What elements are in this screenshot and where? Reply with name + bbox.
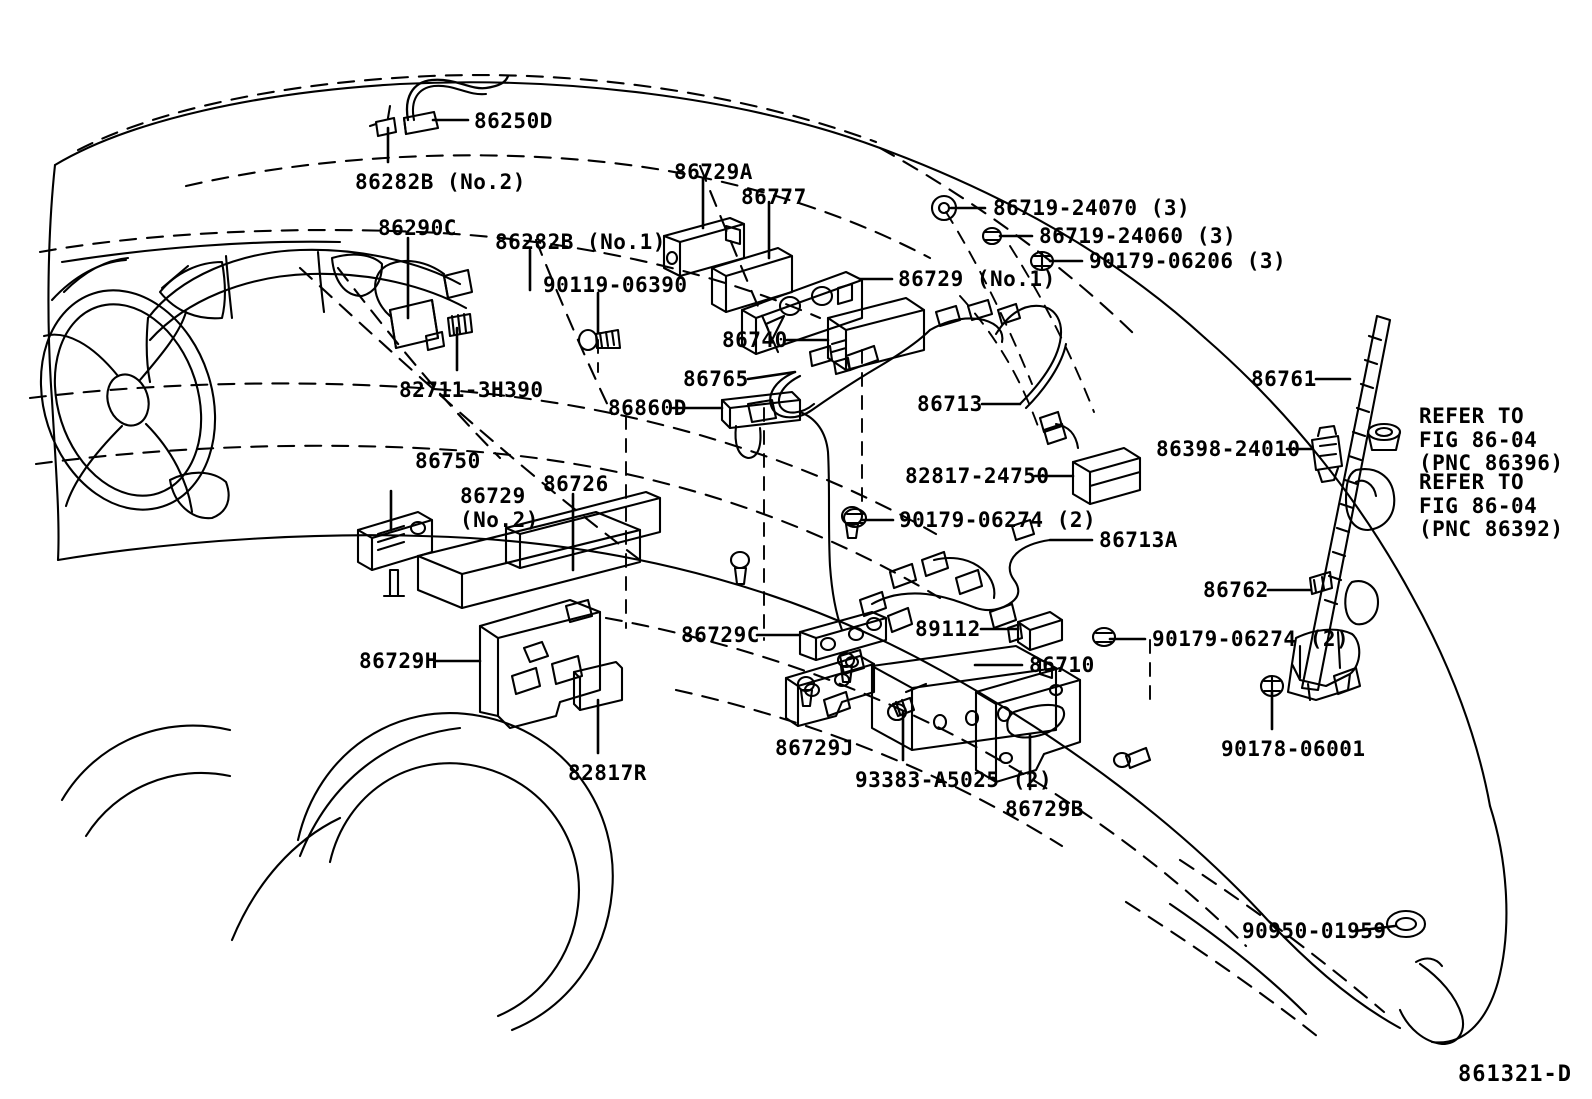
- part-86710: [870, 644, 1058, 752]
- callout-c_86398_24010: 86398-24010: [1156, 437, 1301, 461]
- callout-c_86282B_no2: 86282B (No.2): [355, 170, 526, 194]
- part-82711-3H390: [446, 312, 474, 338]
- part-86290C: [374, 259, 446, 352]
- part-pnc-86392: [1344, 468, 1396, 532]
- callout-c_refer_86392: REFER TO FIG 86-04 (PNC 86392): [1419, 470, 1564, 542]
- part-86761: [1300, 314, 1392, 692]
- part-86750: [356, 510, 434, 598]
- front-wheel-hint: [60, 724, 232, 838]
- part-86398-24010: [1310, 424, 1344, 484]
- bolt-center: [729, 505, 864, 708]
- part-90119-06390: [577, 328, 622, 352]
- part-86726: [416, 510, 642, 610]
- part-82817-24750: [1038, 410, 1142, 506]
- callout-c_86761: 86761: [1251, 367, 1317, 391]
- part-86729-no1: [740, 270, 864, 356]
- callout-c_86710: 86710: [1029, 653, 1095, 677]
- part-90179-06274-a: [842, 507, 868, 529]
- callout-c_86726: 86726: [543, 472, 609, 496]
- part-93383-A5025: [886, 682, 1152, 770]
- callout-c_89112: 89112: [915, 617, 981, 641]
- part-86282B-no2: [368, 104, 398, 138]
- part-86765: [769, 328, 932, 419]
- callout-c_82711_3H390: 82711-3H390: [399, 378, 544, 402]
- callout-c_90119_06390: 90119-06390: [543, 273, 688, 297]
- callout-c_86860D: 86860D: [608, 396, 687, 420]
- callout-c_90179_06274_b: 90179-06274 (2): [1152, 627, 1350, 651]
- callout-c_86729C: 86729C: [681, 623, 760, 647]
- instrument-panel: [145, 248, 468, 520]
- rear-bumper-detail: [1168, 902, 1464, 1046]
- callout-c_86740: 86740: [722, 328, 788, 352]
- callout-c_90179_06206: 90179-06206 (3): [1089, 249, 1287, 273]
- callout-c_93383_A5025: 93383-A5025 (2): [855, 768, 1053, 792]
- callout-c_refer_86396: REFER TO FIG 86-04 (PNC 86396): [1419, 404, 1564, 476]
- part-86729B: [974, 666, 1082, 784]
- part-82817R: [572, 660, 624, 712]
- part-86729-no2: [504, 490, 662, 570]
- callout-c_86713A: 86713A: [1099, 528, 1178, 552]
- callout-c_86729J: 86729J: [775, 736, 854, 760]
- callout-c_90178_06001: 90178-06001: [1221, 737, 1366, 761]
- callout-c_82817R: 82817R: [568, 761, 647, 785]
- leader-lines: [386, 118, 1397, 933]
- part-86719-24060: [981, 226, 1003, 246]
- callout-c_86250D: 86250D: [474, 109, 553, 133]
- callout-c_90950_01959: 90950-01959: [1242, 919, 1387, 943]
- rear-wheel-arch: [296, 712, 614, 1032]
- callout-c_86729_no2: 86729 (No.2): [460, 484, 539, 532]
- callout-c_86290C: 86290C: [378, 216, 457, 240]
- callout-c_86765: 86765: [683, 367, 749, 391]
- diagram-id: 861321-D: [1458, 1062, 1572, 1087]
- callout-c_86729H: 86729H: [359, 649, 438, 673]
- part-86713A: [858, 518, 1052, 634]
- callout-c_86729A: 86729A: [674, 160, 753, 184]
- callout-c_86719_24070: 86719-24070 (3): [993, 196, 1191, 220]
- leader-l_86765: [746, 370, 797, 381]
- part-86729J: [784, 654, 876, 728]
- callout-c_86729_no1: 86729 (No.1): [898, 267, 1056, 291]
- callout-c_82817_24750: 82817-24750: [905, 464, 1050, 488]
- callout-c_90179_06274_a: 90179-06274 (2): [899, 508, 1097, 532]
- part-86860D: [720, 390, 844, 632]
- part-pnc-86396: [1366, 422, 1402, 452]
- callout-c_86719_24060: 86719-24060 (3): [1039, 224, 1237, 248]
- part-90179-06274-b: [1091, 626, 1117, 648]
- part-86762: [1286, 570, 1380, 702]
- part-86282B-no1: [442, 268, 474, 300]
- callout-c_86713: 86713: [917, 392, 983, 416]
- callout-c_86729B: 86729B: [1005, 797, 1084, 821]
- door-outlines: [230, 726, 462, 942]
- part-86740: [808, 296, 926, 372]
- steering-wheel: [39, 256, 217, 514]
- part-86713: [928, 298, 1068, 446]
- callout-c_86750: 86750: [415, 449, 481, 473]
- callout-c_86282B_no1: 86282B (No.1): [495, 230, 666, 254]
- car-body-outline: [47, 81, 1508, 1044]
- part-89112: [1006, 610, 1064, 652]
- callout-c_86777: 86777: [741, 185, 807, 209]
- part-86250D: [402, 74, 510, 136]
- leader-l_90950: [1353, 924, 1397, 933]
- callout-c_86762: 86762: [1203, 578, 1269, 602]
- part-90950-01959: [1385, 909, 1427, 939]
- part-86729H: [478, 598, 602, 730]
